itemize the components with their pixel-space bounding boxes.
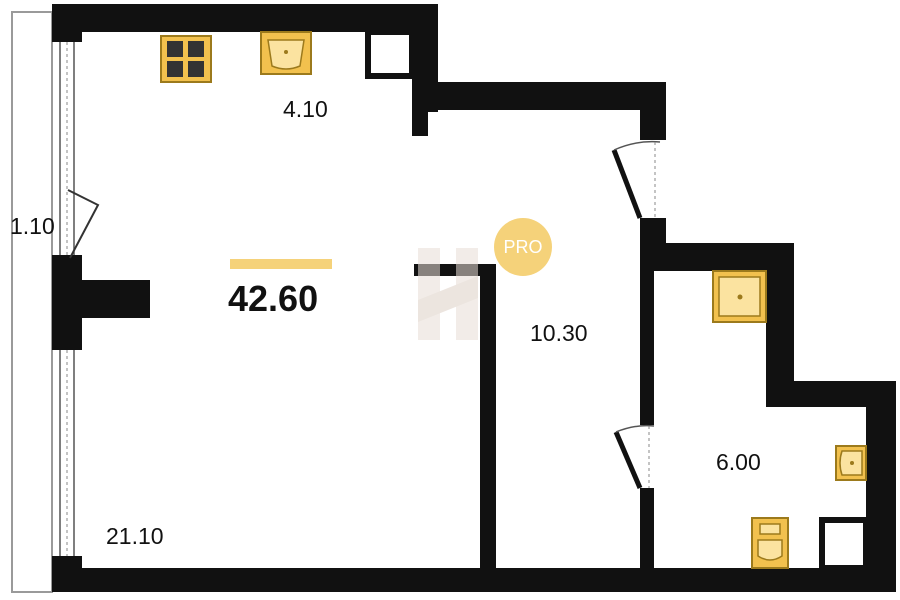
bathroom-door[interactable] [613, 424, 655, 489]
walls [52, 4, 896, 592]
toilet-icon [751, 517, 789, 569]
washbasin-icon [835, 445, 867, 481]
total-area-label: 42.60 [228, 278, 319, 319]
shower-tray-icon [712, 270, 767, 323]
kitchen-area-label: 4.10 [283, 96, 328, 122]
wall-right-upper [640, 82, 666, 140]
kitchen-sink-icon [260, 31, 312, 75]
wall-left-bottom [52, 556, 82, 592]
wall-right-outer [866, 381, 896, 592]
total-area-accent-bar [230, 259, 332, 269]
wall-top-left [52, 4, 438, 32]
wall-left-top [52, 4, 82, 42]
hall-area-label: 10.30 [530, 320, 588, 346]
window-upper [59, 42, 75, 255]
bathroom-area-label: 6.00 [716, 449, 761, 475]
wall-bath-left [640, 243, 654, 425]
wall-partition [480, 266, 496, 568]
stove-icon [160, 35, 212, 83]
wall-column [52, 280, 150, 318]
balcony [11, 11, 53, 593]
balcony-door [67, 189, 100, 259]
wall-top-mid [412, 82, 664, 110]
wall-bath-left-lower [640, 488, 654, 568]
shaft-top [365, 29, 415, 79]
watermark-logo [418, 248, 478, 340]
living-area-label: 21.10 [106, 523, 164, 549]
shaft-bath [819, 517, 869, 571]
entrance-door[interactable] [611, 140, 661, 219]
wall-bath-step-v [766, 243, 794, 407]
pro-badge: PRO [494, 218, 552, 276]
window-lower [59, 350, 75, 556]
balcony-area-label: 1.10 [10, 213, 55, 239]
wall-kitchen-stub [412, 82, 428, 136]
wall-bottom [52, 568, 896, 592]
